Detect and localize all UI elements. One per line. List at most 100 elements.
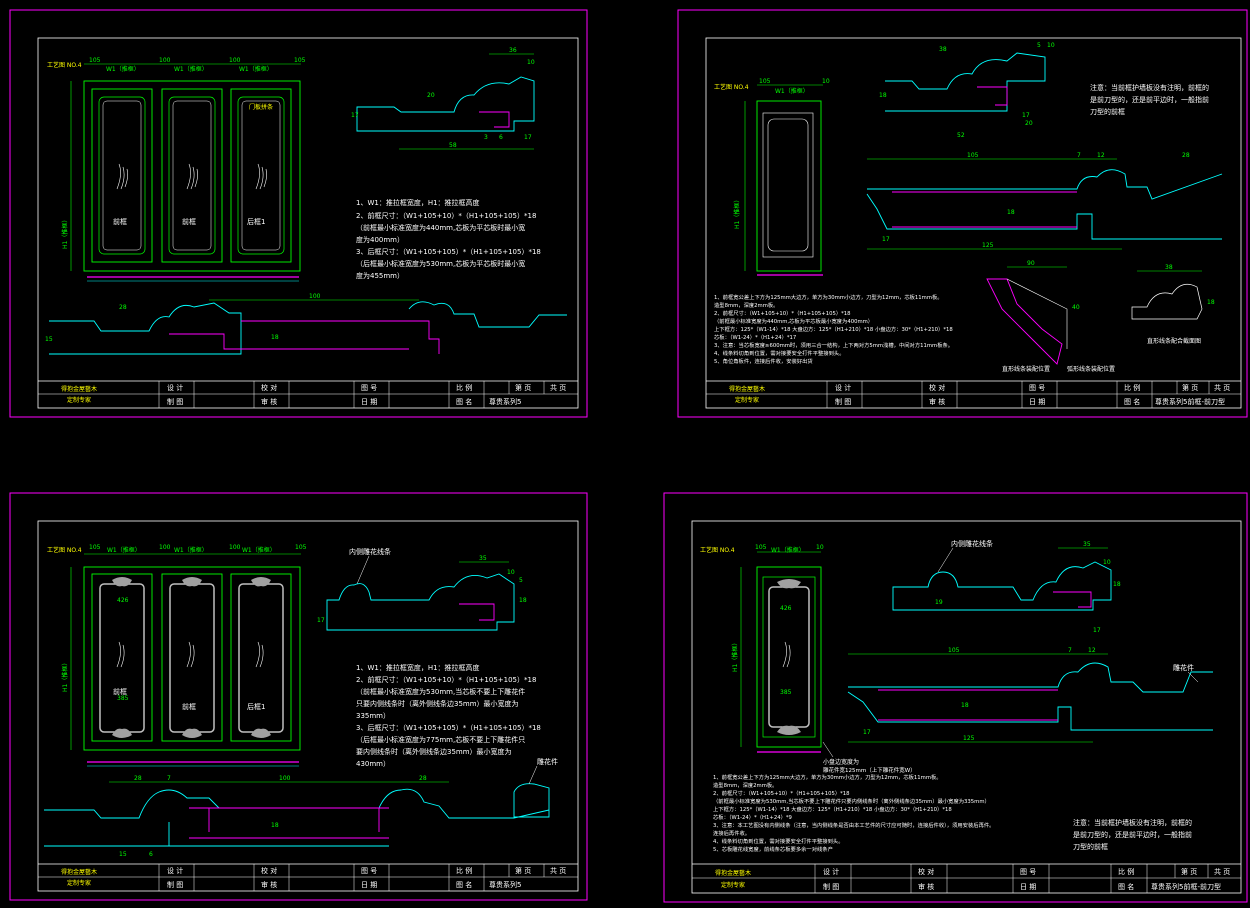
- mid-dim-17: 17: [882, 236, 890, 243]
- tb-date: 日 期: [361, 881, 377, 889]
- elevation-label: 工艺图 NO.4: [700, 546, 735, 554]
- tb-proofread: 校 对: [261, 383, 277, 392]
- sheet-3-canvas: 工艺图 NO.4 105 W1（推框） 100 W1（推框） 100 W1（推框…: [9, 492, 588, 901]
- bottom-dim-28: 28: [134, 775, 142, 782]
- section-dim-35: 35: [1083, 541, 1091, 548]
- tb-scale: 比 例: [1118, 867, 1134, 876]
- middle-section: 105 7 12 18 17 125 雕花件: [847, 647, 1213, 743]
- section-dim-17: 17: [1093, 627, 1101, 634]
- attention-line: 是前刀型的，还是前平边时，一般指前: [1090, 95, 1209, 104]
- title-block: 得抱金屋藝木 定制专家 设 计 制 图 校 对 审 核 图 号 日 期 比 例 …: [692, 863, 1241, 893]
- dim-h1: H1（推框）: [61, 217, 69, 249]
- bottom-dim-28: 28: [119, 304, 127, 311]
- panel-1: [91, 88, 153, 263]
- dim-10: 10: [816, 544, 824, 551]
- drawing-frame: [705, 37, 1242, 409]
- section-dim-19: 19: [935, 599, 943, 606]
- tb-drawing-no: 图 号: [1020, 868, 1036, 876]
- mid-dim-12: 12: [1097, 152, 1105, 159]
- dim-w1-2: W1（推框）: [174, 546, 208, 554]
- tb-drawing-no: 图 号: [1029, 384, 1045, 392]
- sheet-1-canvas: 工艺图 NO.4 105 W1（推框） 100 W1（推框） 100 W1（推框…: [9, 9, 588, 418]
- door-elevation: 工艺图 NO.4 105 W1（推框） 10 H1（推框）: [714, 78, 830, 276]
- section-dim-10: 10: [527, 59, 535, 66]
- tb-scale: 比 例: [456, 866, 472, 875]
- profile-dim-38: 38: [1165, 264, 1173, 271]
- section-dim-17: 17: [351, 112, 359, 119]
- note-line: 2、前框尺寸：（W1+105+10）*（H1+105+105）*18: [356, 675, 536, 684]
- mid-dim-125: 125: [982, 242, 994, 249]
- tb-name-label: 图 名: [456, 880, 472, 889]
- tb-scale: 比 例: [1124, 383, 1140, 392]
- corner-dim-90: 90: [1027, 260, 1035, 267]
- note-line: 335mm）: [356, 712, 390, 720]
- section-dim-10: 10: [1047, 42, 1055, 49]
- middle-section: 105 7 12 28 18 17 125: [866, 152, 1223, 250]
- spec-notes: 1、前框宽公差上下方为125mm大边方，单方为30mm小边方，刀型为12mm，芯…: [714, 293, 953, 365]
- bottom-dim-7: 7: [167, 775, 171, 782]
- sheet-2-canvas: 工艺图 NO.4 105 W1（推框） 10 H1（推框） 38 5 10 18…: [677, 9, 1248, 418]
- spec-notes: 1、W1：推拉框宽度，H1：推拉框高度 2、前框尺寸：（W1+105+10）*（…: [356, 663, 541, 768]
- dim-100-2: 100: [229, 57, 241, 64]
- dim-105-right: 105: [295, 544, 307, 551]
- bottom-dim-100: 100: [309, 293, 321, 300]
- section-dim-5: 5: [519, 577, 523, 584]
- mid-dim-125: 125: [963, 735, 975, 742]
- bottom-dim-15: 15: [119, 851, 127, 858]
- note-line: 3、注意：本工艺图没有内侧线条（注意，当内侧线条是否由本工艺件的尺寸应可随时，连…: [713, 821, 994, 829]
- section-dim-17: 17: [1022, 112, 1030, 119]
- bottom-dim-18: 18: [271, 822, 279, 829]
- tb-drawing-name: 尊贵系列5: [489, 880, 521, 889]
- inner-dim-426: 426: [117, 597, 129, 604]
- note-line: 度为400mm）: [356, 235, 404, 244]
- note-line: （后框最小标准宽度为775mm,芯板不要上下雕花件只: [356, 735, 525, 744]
- note-line: 1、W1：推拉框宽度，H1：推拉框高度: [356, 198, 480, 207]
- mid-dim-17: 17: [863, 729, 871, 736]
- dim-105-left: 105: [89, 544, 101, 551]
- section-dim-18: 18: [519, 597, 527, 604]
- elevation-callout-1: 小盘边宽度为: [823, 758, 859, 766]
- tb-drawing-name: 尊贵系列5: [489, 397, 521, 406]
- tb-review: 审 核: [929, 397, 945, 406]
- dim-w1: W1（推框）: [771, 546, 805, 554]
- drawing-sheet-2: 工艺图 NO.4 105 W1（推框） 10 H1（推框） 38 5 10 18…: [677, 9, 1249, 419]
- dim-105: 105: [759, 78, 771, 85]
- panel-label-3: 后框1: [247, 217, 265, 226]
- mid-dim-7: 7: [1068, 647, 1072, 654]
- dim-w1: W1（推框）: [775, 87, 809, 95]
- elevation-label: 工艺图 NO.4: [47, 61, 82, 69]
- tb-design: 设 计: [167, 866, 183, 875]
- drawing-frame: [37, 520, 579, 892]
- note-line: 造型8mm，深度2mm板。: [713, 781, 777, 789]
- section-dim-35: 35: [479, 555, 487, 562]
- panel-2: [161, 573, 223, 742]
- note-line: 1、前框宽公差上下方为125mm大边方，单方为30mm小边方，刀型为12mm，芯…: [714, 293, 943, 301]
- note-line: 芯板：（W1-24）*（H1+24）*9: [713, 813, 792, 821]
- panel-2: [161, 88, 223, 263]
- tb-drawing-name: 尊贵系列5前框-前刀型: [1155, 397, 1225, 406]
- tb-date: 日 期: [1029, 398, 1045, 406]
- inner-dim-385: 385: [117, 695, 129, 702]
- note-line: 2、前框尺寸：（W1+105+10）*（H1+105+105）*18: [713, 789, 850, 797]
- door-elevation: 工艺图 NO.4 105 W1（推框） 10 H1（推框） 426 385 小盘…: [700, 544, 916, 774]
- section-dim-17b: 17: [524, 134, 532, 141]
- drawing-frame: [37, 37, 579, 409]
- section-dim-10: 10: [507, 569, 515, 576]
- note-line: （前框最小标准宽度为440mm,芯板为平芯板时最小宽: [356, 223, 525, 232]
- company-name: 得抱金屋藝木: [729, 385, 765, 393]
- tb-review: 审 核: [261, 880, 277, 889]
- note-line: 1、前框宽公差上下方为125mm大边方，单方为30mm小边方，刀型为12mm，芯…: [713, 773, 942, 781]
- dim-w1-2: W1（推框）: [174, 65, 208, 73]
- section-dim-36: 36: [509, 47, 517, 54]
- section-dim-6: 6: [499, 134, 503, 141]
- tb-design: 设 计: [835, 383, 851, 392]
- bottom-section: 28 100 18 15: [45, 293, 567, 355]
- dim-w1-3: W1（推框）: [239, 65, 273, 73]
- corner-dim-40: 40: [1072, 304, 1080, 311]
- panel-label-2: 前框: [182, 702, 196, 711]
- attention-note: 注意：当前框护墙板没有注明，前框的 是前刀型的，还是前平边时，一般指前 刀型的前…: [1073, 818, 1192, 851]
- tb-page: 第 页: [515, 866, 531, 875]
- dim-w1-1: W1（推框）: [107, 546, 141, 554]
- section-dim-5: 5: [1037, 42, 1041, 49]
- note-line: 造型8mm，深度2mm板。: [714, 301, 778, 309]
